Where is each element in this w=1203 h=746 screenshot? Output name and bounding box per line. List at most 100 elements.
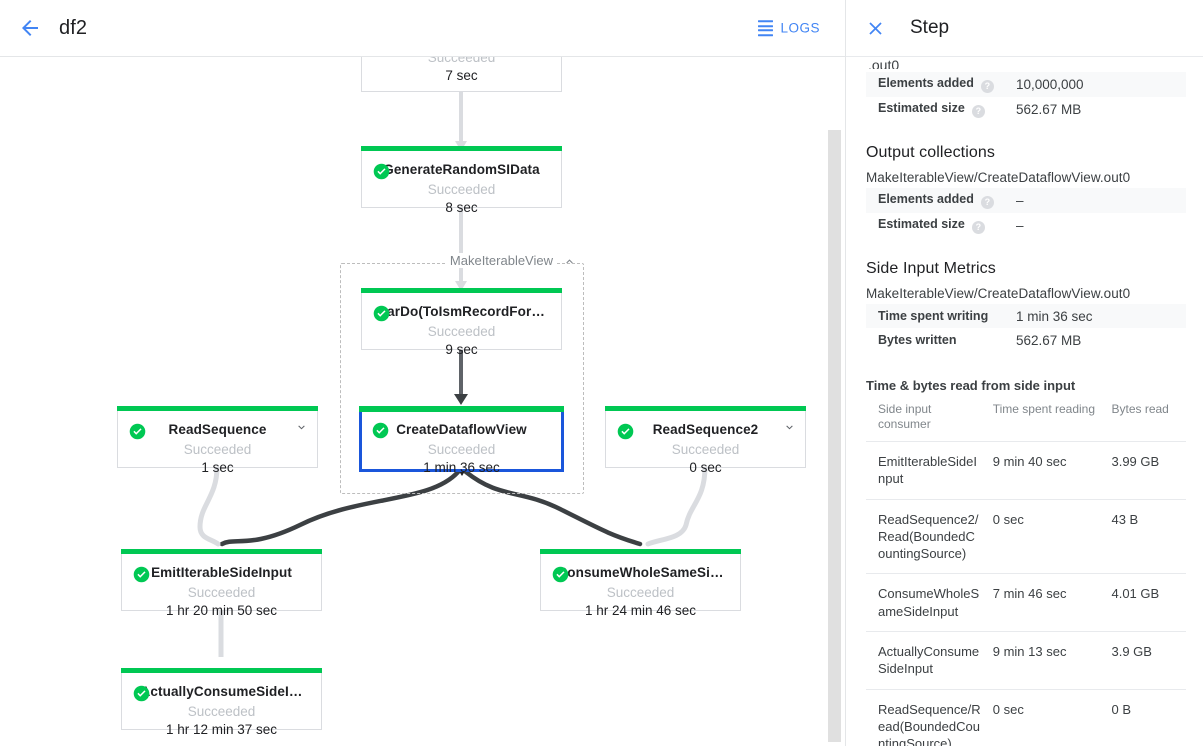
graph-node-generate-random-si-data[interactable]: GenerateRandomSIData Succeeded 8 sec: [361, 146, 562, 215]
success-check-icon: [617, 423, 634, 440]
logs-button-label: LOGS: [780, 20, 820, 36]
metric-key-label: Estimated size: [878, 217, 965, 231]
cell-consumer: ActuallyConsumeSideInput: [866, 631, 987, 690]
graph-canvas[interactable]: MakeIterableView Succeeded 7 sec Generat…: [0, 57, 845, 746]
node-status-bar: [540, 549, 741, 554]
column-header-time-spent-reading: Time spent reading: [986, 395, 1106, 442]
table-row: Estimated size? –: [866, 213, 1186, 238]
column-header-side-input-consumer: Side input consumer: [866, 395, 987, 442]
metric-key-label: Bytes written: [878, 333, 957, 347]
node-status-bar: [121, 549, 322, 554]
table-row: Time spent writing 1 min 36 sec: [866, 304, 1186, 328]
graph-node-read-sequence-2[interactable]: ReadSequence2 Succeeded 0 sec: [605, 406, 806, 475]
node-status: Succeeded: [187, 703, 256, 719]
metric-value: 10,000,000: [1016, 77, 1084, 92]
cell-consumer: ConsumeWholeSameSideInput: [866, 573, 987, 632]
node-title: GenerateRandomSIData: [383, 162, 540, 177]
chevron-down-icon[interactable]: [783, 421, 796, 438]
help-icon[interactable]: ?: [971, 105, 985, 118]
cell-consumer: ReadSequence/Read(BoundedCountingSource): [866, 689, 987, 746]
help-icon[interactable]: ?: [980, 80, 994, 93]
node-status: Succeeded: [427, 181, 496, 197]
node-duration: 1 hr 12 min 37 sec: [165, 722, 278, 738]
node-title: ConsumeWholeSameSi…: [557, 565, 724, 580]
clipped-collection-name: .out0: [868, 58, 900, 69]
table-row: ActuallyConsumeSideInput 9 min 13 sec 3.…: [866, 631, 1186, 690]
arrow-left-icon[interactable]: [17, 15, 43, 41]
cell-time: 0 sec: [986, 499, 1106, 575]
success-check-icon: [372, 422, 389, 439]
panel-title: Step: [910, 17, 950, 38]
cell-time: 7 min 46 sec: [986, 573, 1106, 632]
node-status: Succeeded: [427, 57, 496, 65]
graph-node-consume-whole-same-side-input[interactable]: ConsumeWholeSameSi… Succeeded 1 hr 24 mi…: [540, 549, 741, 618]
table-row: Bytes written 562.67 MB: [866, 328, 1186, 352]
node-title: CreateDataflowView: [396, 422, 527, 437]
side-input-table-title: Time & bytes read from side input: [866, 378, 1076, 393]
job-graph-pane: df2 LOGS: [0, 15, 845, 746]
graph-node-emit-iterable-side-input[interactable]: EmitIterableSideInput Succeeded 1 hr 20 …: [121, 549, 322, 618]
success-check-icon: [552, 566, 569, 583]
metric-key-label: Estimated size: [878, 101, 965, 115]
node-duration: 8 sec: [445, 200, 478, 216]
page-title: df2: [59, 16, 88, 39]
graph-node-create-dataflow-view[interactable]: CreateDataflowView Succeeded 1 min 36 se…: [359, 406, 564, 475]
graph-node-pardo-to-ism-record[interactable]: ParDo(ToIsmRecordFor… Succeeded 9 sec: [361, 288, 562, 357]
table-row: ConsumeWholeSameSideInput 7 min 46 sec 4…: [866, 573, 1186, 632]
cell-bytes: 0 B: [1105, 689, 1186, 746]
node-duration: 1 min 36 sec: [423, 460, 500, 476]
output-metrics-table: Elements added? – Estimated size? –: [866, 188, 1186, 238]
output-collection-name: MakeIterableView/CreateDataflowView.out0: [866, 170, 1131, 185]
metric-value: 1 min 36 sec: [1016, 308, 1093, 324]
node-duration: 1 hr 20 min 50 sec: [165, 603, 278, 619]
cell-bytes: 4.01 GB: [1105, 573, 1186, 632]
node-status-bar: [117, 406, 318, 411]
success-check-icon: [133, 685, 150, 702]
table-row: ReadSequence2/Read(BoundedCountingSource…: [866, 499, 1186, 575]
metric-key-label: Elements added: [878, 192, 974, 206]
graph-node-actually-consume-side-input[interactable]: ActuallyConsumeSideI… Succeeded 1 hr 12 …: [121, 668, 322, 737]
node-duration: 0 sec: [689, 460, 722, 476]
panel-body[interactable]: .out0 Elements added? 10,000,000 Estimat…: [846, 58, 1203, 746]
cell-time: 9 min 40 sec: [986, 441, 1106, 500]
table-row: Elements added? 10,000,000: [866, 72, 1186, 97]
table-row: Elements added? –: [866, 188, 1186, 213]
side-input-collection-name: MakeIterableView/CreateDataflowView.out0: [866, 286, 1131, 301]
metric-value: –: [1016, 193, 1024, 208]
metric-key-label: Time spent writing: [878, 309, 989, 323]
node-status: Succeeded: [427, 323, 496, 339]
help-icon[interactable]: ?: [980, 196, 994, 209]
metric-value: 562.67 MB: [1016, 102, 1082, 117]
node-duration: 1 sec: [201, 460, 234, 476]
node-status-bar: [605, 406, 806, 411]
node-status: Succeeded: [427, 441, 496, 457]
input-metrics-table: Elements added? 10,000,000 Estimated siz…: [866, 72, 1186, 122]
step-details-panel: Step .out0 Elements added? 10,000,000 Es…: [845, 0, 1203, 746]
node-title: ParDo(ToIsmRecordFor…: [378, 304, 545, 319]
help-icon[interactable]: ?: [971, 221, 985, 234]
node-title: EmitIterableSideInput: [151, 565, 292, 580]
cell-consumer: ReadSequence2/Read(BoundedCountingSource…: [866, 499, 987, 575]
chevron-up-icon[interactable]: [563, 255, 576, 272]
cell-time: 0 sec: [986, 689, 1106, 746]
cell-time: 9 min 13 sec: [986, 631, 1106, 690]
success-check-icon: [129, 423, 146, 440]
table-row: Estimated size? 562.67 MB: [866, 97, 1186, 122]
close-icon[interactable]: [862, 15, 888, 41]
node-duration: 7 sec: [445, 68, 478, 84]
group-make-iterable-view[interactable]: MakeIterableView: [340, 253, 584, 494]
node-title: ReadSequence2: [652, 422, 759, 437]
chevron-down-icon[interactable]: [295, 421, 308, 438]
group-label: MakeIterableView: [445, 253, 557, 268]
logs-button[interactable]: LOGS: [758, 20, 820, 36]
table-row: EmitIterableSideInput 9 min 40 sec 3.99 …: [866, 441, 1186, 500]
graph-node-top-clipped[interactable]: Succeeded 7 sec: [361, 57, 562, 92]
graph-vertical-scrollbar[interactable]: [828, 130, 841, 742]
node-status: Succeeded: [183, 441, 252, 457]
node-status-bar: [121, 668, 322, 673]
metric-value: –: [1016, 218, 1024, 233]
graph-node-read-sequence[interactable]: ReadSequence Succeeded 1 sec: [117, 406, 318, 475]
node-status-bar: [361, 288, 562, 293]
node-status-bar: [359, 406, 564, 412]
